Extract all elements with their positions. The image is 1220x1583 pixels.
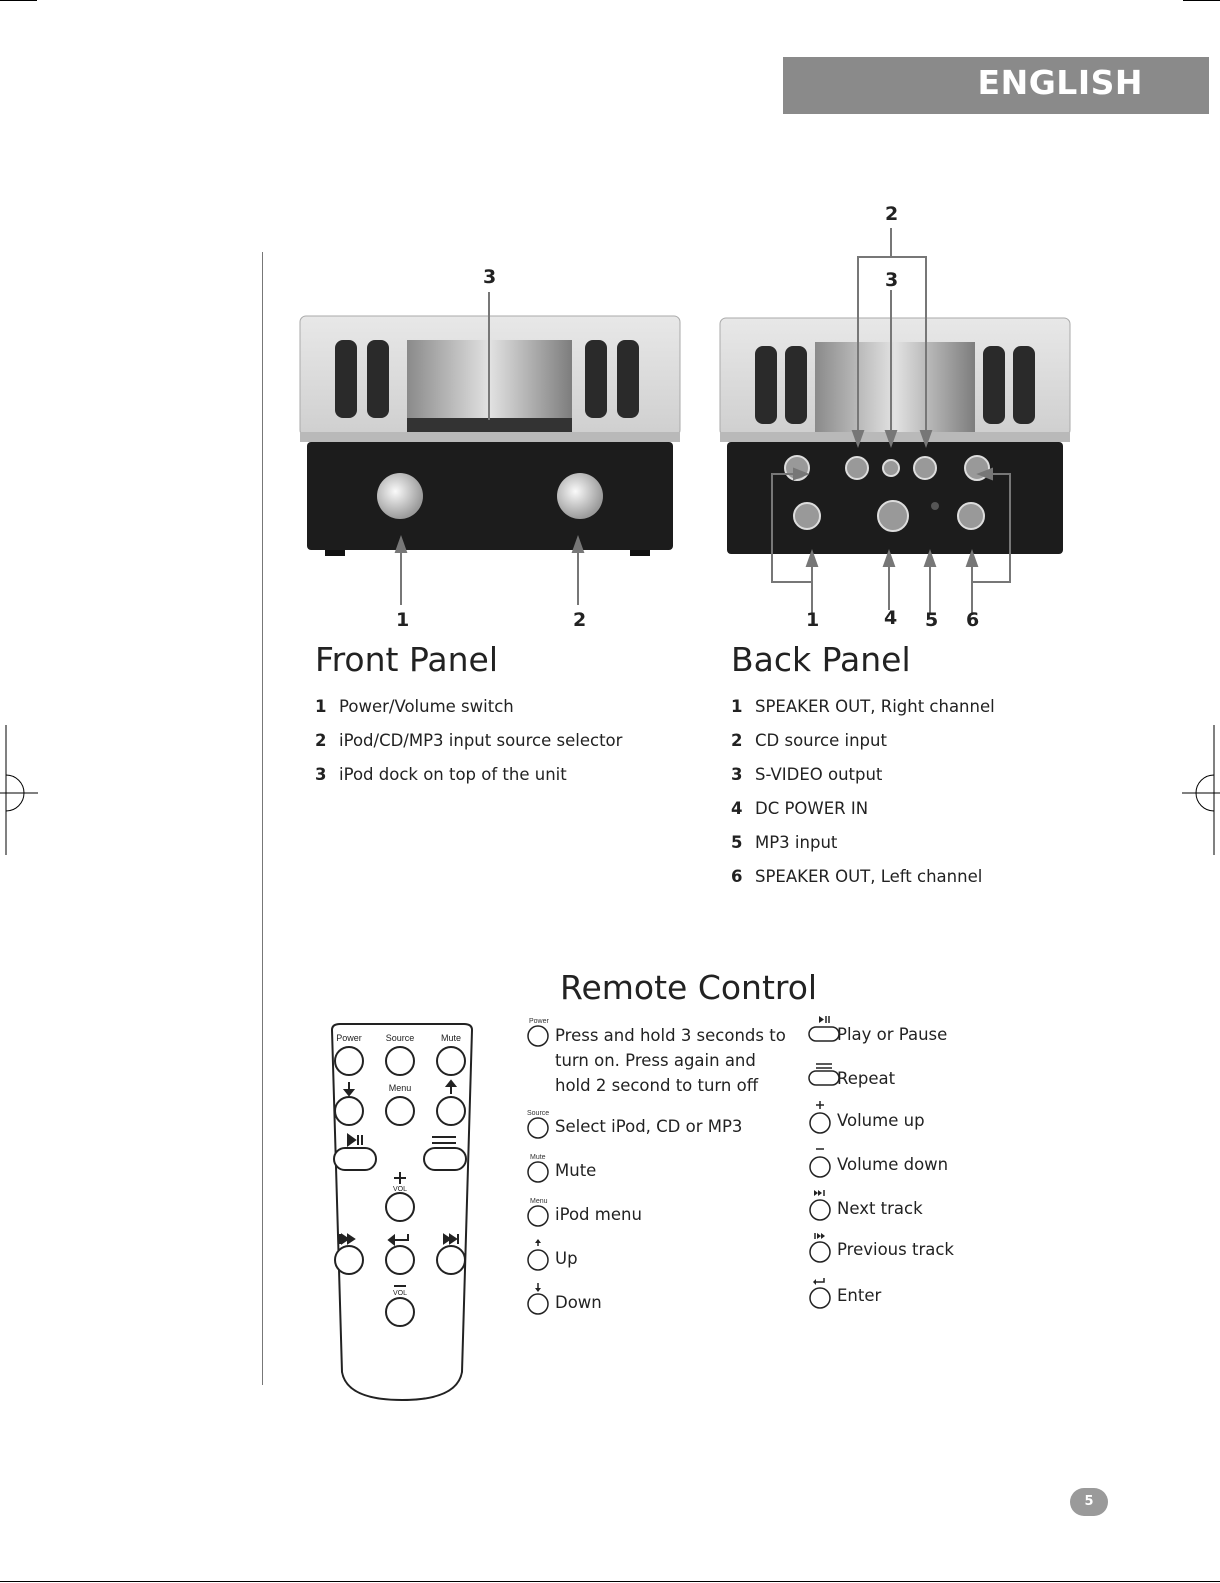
crop-mark (0, 0, 37, 1)
previous-track-icon (339, 1233, 356, 1245)
legend-entry-previous-track: Previous track (808, 1232, 1008, 1276)
play-pause-icon (808, 1016, 840, 1042)
volume-down-icon (809, 1148, 831, 1178)
legend-entry-volume-down: Volume down (808, 1145, 1008, 1189)
back-panel-photo (719, 317, 1071, 554)
front-callout-2: 2 (573, 609, 587, 631)
remote-legend-right: Play or Pause Repeat Volume up Volume do… (808, 1014, 1008, 1320)
next-track-icon (809, 1190, 831, 1221)
play-pause-icon (347, 1133, 357, 1147)
legend-entry-mute: Mute Mute (526, 1152, 786, 1196)
legend-entry-repeat: Repeat (808, 1058, 1008, 1101)
menu-tag: Menu (530, 1198, 548, 1205)
front-callout-1: 1 (396, 609, 410, 631)
back-panel-title: Back Panel (731, 640, 911, 679)
legend-entry-up: Up (526, 1239, 786, 1283)
remote-label-mute: Mute (441, 1033, 461, 1043)
crop-mark (0, 1581, 1220, 1582)
back-callout-3: 3 (885, 269, 899, 291)
front-callout-3: 3 (483, 266, 497, 288)
mute-button-icon (527, 1161, 549, 1183)
menu-button-icon (527, 1205, 549, 1227)
back-callout-1: 1 (806, 609, 820, 631)
crop-mark (1183, 0, 1220, 1)
enter-icon (809, 1278, 831, 1309)
page-number: 5 (1070, 1488, 1108, 1516)
back-callout-lines (771, 228, 1011, 615)
previous-track-icon (809, 1233, 831, 1263)
legend-entry-next-track: Next track (808, 1189, 1008, 1232)
remote-label-vol-up: VOL (393, 1186, 407, 1193)
volume-up-icon (809, 1101, 831, 1134)
back-callout-5: 5 (925, 609, 939, 631)
legend-entry-play-pause: Play or Pause (808, 1014, 1008, 1058)
legend-entry-power: Power Press and hold 3 seconds to turn o… (526, 1018, 786, 1108)
back-callout-2: 2 (885, 203, 899, 225)
legend-entry-volume-up: Volume up (808, 1101, 1008, 1145)
remote-legend-left: Power Press and hold 3 seconds to turn o… (526, 1018, 786, 1327)
front-callout-lines (394, 292, 585, 605)
remote-control-title: Remote Control (560, 968, 818, 1007)
power-tag: Power (529, 1018, 549, 1025)
next-track-icon (443, 1233, 459, 1245)
legend-entry-menu: Menu iPod menu (526, 1196, 786, 1239)
registration-mark-left (0, 725, 38, 855)
back-callout-6: 6 (966, 609, 980, 631)
down-arrow-icon (527, 1283, 549, 1315)
remote-label-vol-down: VOL (393, 1290, 407, 1297)
repeat-icon (432, 1136, 456, 1144)
registration-mark-right (1182, 725, 1220, 855)
language-banner: ENGLISH (783, 57, 1209, 114)
source-button-icon (527, 1117, 549, 1139)
remote-label-source: Source (386, 1033, 415, 1043)
legend-entry-enter: Enter (808, 1276, 1008, 1320)
language-label: ENGLISH (977, 63, 1143, 102)
remote-control-drawing: Power Source Mute Menu VOL VOL (330, 1023, 474, 1402)
back-callout-4: 4 (884, 607, 898, 629)
legend-entry-source: Source Select iPod, CD or MP3 (526, 1108, 786, 1152)
margin-rule (262, 252, 263, 1385)
mute-tag: Mute (530, 1154, 546, 1161)
remote-label-power: Power (336, 1033, 362, 1043)
enter-icon (394, 1234, 409, 1241)
legend-entry-down: Down (526, 1283, 786, 1327)
front-panel-title: Front Panel (315, 640, 498, 679)
repeat-icon (808, 1063, 840, 1086)
power-button-icon (527, 1025, 549, 1047)
remote-label-menu: Menu (389, 1083, 412, 1093)
up-arrow-icon (527, 1239, 549, 1271)
source-tag: Source (527, 1110, 550, 1117)
